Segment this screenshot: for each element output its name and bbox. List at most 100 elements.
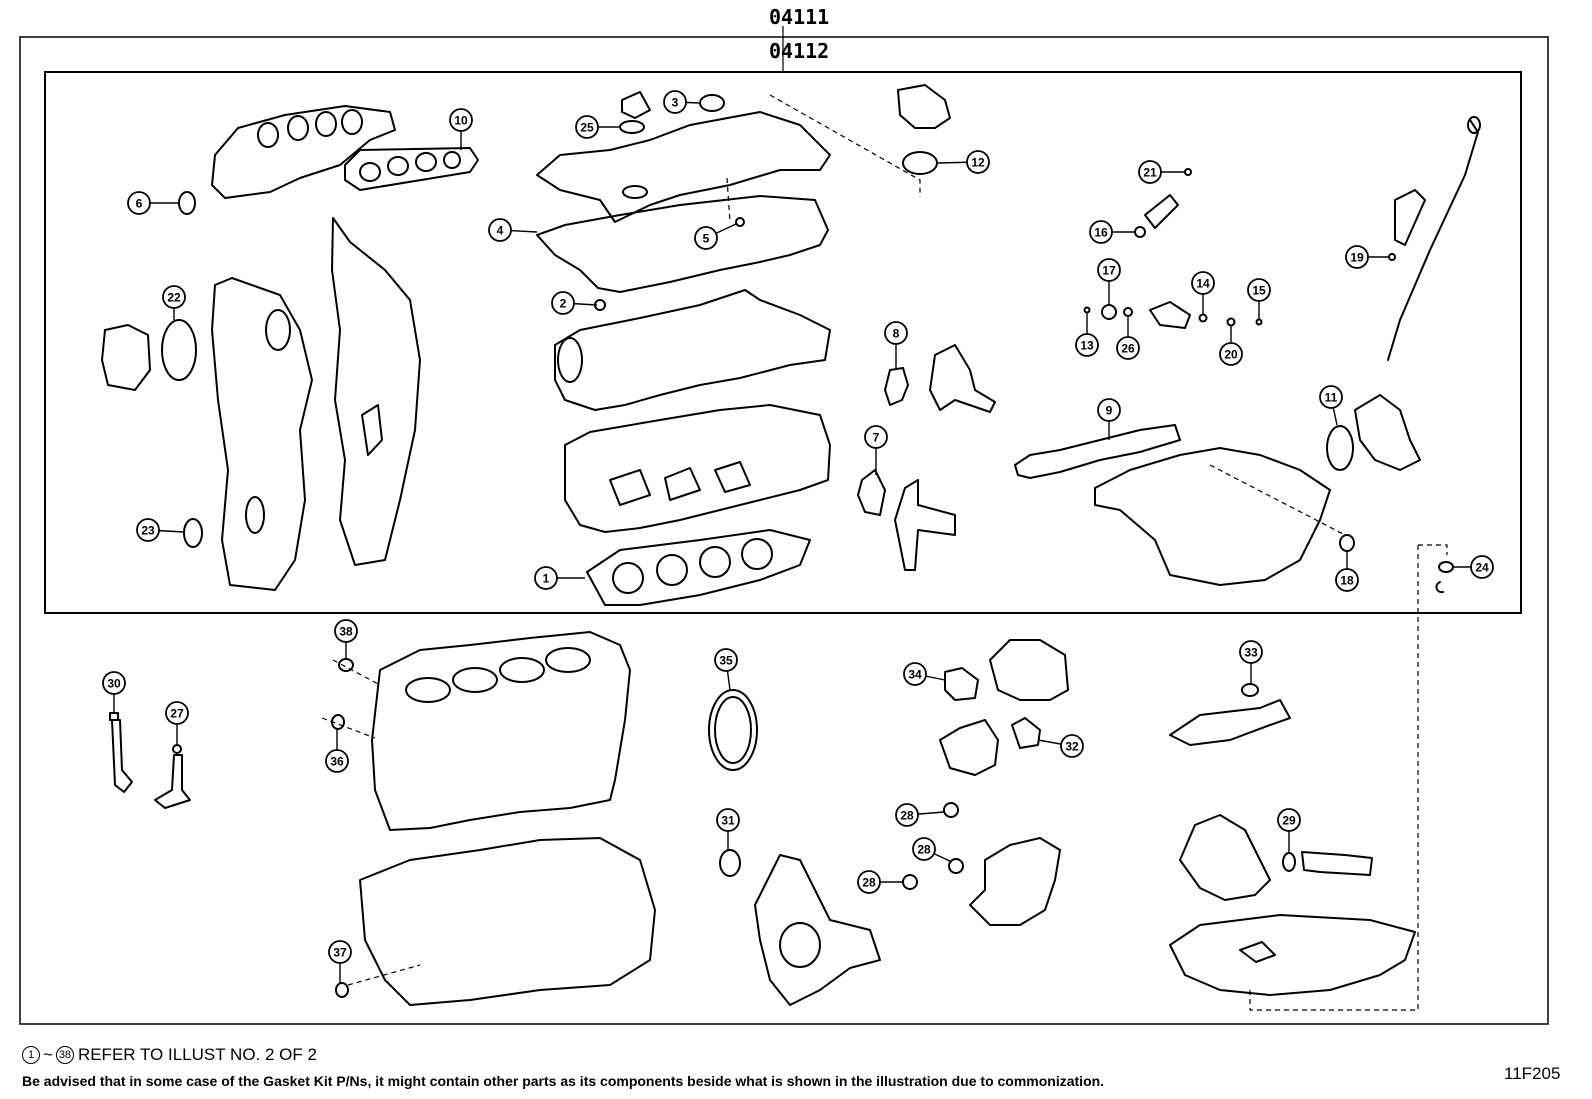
- callout-29-o-ring[interactable]: 29: [1277, 808, 1301, 832]
- dashed-line: [321, 717, 376, 739]
- callout-circle[interactable]: [334, 619, 358, 643]
- callout-34-gasket[interactable]: 34: [903, 662, 927, 686]
- callout-circle[interactable]: [575, 115, 599, 139]
- callout-circle[interactable]: [1470, 555, 1494, 579]
- callout-9-intake-manifold-gasket[interactable]: 9: [1097, 398, 1121, 422]
- callout-38-o-ring[interactable]: 38: [334, 619, 358, 643]
- callout-circle[interactable]: [1277, 808, 1301, 832]
- o-ring-37-sketch: [335, 982, 349, 998]
- callout-circle[interactable]: [165, 701, 189, 725]
- callout-circle[interactable]: [1239, 640, 1263, 664]
- callout-33-o-ring[interactable]: 33: [1239, 640, 1263, 664]
- o-ring-28a-sketch: [943, 802, 959, 818]
- callout-circle[interactable]: [328, 940, 352, 964]
- callout-26-o-ring[interactable]: 26: [1116, 336, 1140, 360]
- callout-number: 23: [141, 524, 155, 538]
- callout-10-exhaust-manifold-gasket[interactable]: 10: [449, 108, 473, 132]
- callout-12-ventilation-gasket[interactable]: 12: [966, 150, 990, 174]
- callout-circle[interactable]: [716, 808, 740, 832]
- callout-circle[interactable]: [534, 566, 558, 590]
- callout-number: 3: [672, 96, 679, 110]
- callout-6-oil-seal[interactable]: 6: [127, 191, 151, 215]
- callout-number: 32: [1065, 740, 1079, 754]
- callout-19-o-ring[interactable]: 19: [1345, 245, 1369, 269]
- callout-14-o-ring[interactable]: 14: [1191, 271, 1215, 295]
- callout-5-spark-plug-tube-gasket[interactable]: 5: [694, 226, 718, 250]
- callout-circle[interactable]: [1345, 245, 1369, 269]
- callout-circle[interactable]: [663, 90, 687, 114]
- callout-circle[interactable]: [1097, 398, 1121, 422]
- callout-28b-o-ring[interactable]: 28: [912, 837, 936, 861]
- callout-2-seal[interactable]: 2: [551, 291, 575, 315]
- callout-11-throttle-body-gasket[interactable]: 11: [1319, 385, 1343, 409]
- callout-circle[interactable]: [1219, 342, 1243, 366]
- exhaust-port-sketch: [257, 122, 279, 148]
- callout-8-water-inlet-gasket[interactable]: 8: [884, 321, 908, 345]
- callout-30-valve-stem-seal[interactable]: 30: [102, 671, 126, 695]
- o-ring-28c-sketch: [902, 874, 918, 890]
- callout-circle[interactable]: [912, 837, 936, 861]
- callout-circle[interactable]: [1116, 336, 1140, 360]
- callout-13-o-ring[interactable]: 13: [1075, 333, 1099, 357]
- callout-circle[interactable]: [488, 218, 512, 242]
- callout-circle[interactable]: [325, 749, 349, 773]
- callout-circle[interactable]: [857, 870, 881, 894]
- callout-circle[interactable]: [884, 321, 908, 345]
- cam-bearing-sketch: [557, 337, 583, 383]
- callout-4-head-cover-gasket[interactable]: 4: [488, 218, 512, 242]
- callout-circle[interactable]: [127, 191, 151, 215]
- callout-circle[interactable]: [1060, 734, 1084, 758]
- kit-inner-frame: [44, 71, 1522, 614]
- callout-circle[interactable]: [864, 425, 888, 449]
- callout-7-water-outlet-gasket[interactable]: 7: [864, 425, 888, 449]
- callout-circle[interactable]: [1191, 271, 1215, 295]
- callout-circle[interactable]: [1089, 220, 1113, 244]
- callout-28a-o-ring[interactable]: 28: [895, 803, 919, 827]
- callout-circle[interactable]: [136, 518, 160, 542]
- callout-circle[interactable]: [1319, 385, 1343, 409]
- callout-circle[interactable]: [966, 150, 990, 174]
- callout-3-oil-filler-cap[interactable]: 3: [663, 90, 687, 114]
- callout-circle[interactable]: [162, 285, 186, 309]
- o-ring-13-sketch: [1083, 306, 1091, 314]
- callout-24-o-ring[interactable]: 24: [1470, 555, 1494, 579]
- callout-25-filler-cap-gasket[interactable]: 25: [575, 115, 599, 139]
- callout-17-o-ring[interactable]: 17: [1097, 258, 1121, 282]
- exhaust-gasket-port: [443, 151, 461, 169]
- callout-circle[interactable]: [1247, 278, 1271, 302]
- callout-22-timing-cover-seal[interactable]: 22: [162, 285, 186, 309]
- callout-circle[interactable]: [714, 648, 738, 672]
- callout-20-o-ring[interactable]: 20: [1219, 342, 1243, 366]
- footer-range-end: 38: [55, 1046, 74, 1064]
- callout-circle[interactable]: [1335, 568, 1359, 592]
- water-pump-sketch: [754, 854, 881, 1006]
- callout-37-o-ring[interactable]: 37: [328, 940, 352, 964]
- callout-1-cylinder-head-gasket[interactable]: 1: [534, 566, 558, 590]
- callout-circle[interactable]: [551, 291, 575, 315]
- callout-15-o-ring[interactable]: 15: [1247, 278, 1271, 302]
- callout-number: 26: [1121, 342, 1135, 356]
- callout-circle[interactable]: [895, 803, 919, 827]
- callout-number: 24: [1475, 561, 1489, 575]
- callout-circle[interactable]: [694, 226, 718, 250]
- head-cover-sketch: [536, 111, 831, 223]
- rear-oil-seal-35-inner: [714, 696, 752, 764]
- callout-circle[interactable]: [449, 108, 473, 132]
- callout-31-o-ring[interactable]: 31: [716, 808, 740, 832]
- callout-36-o-ring[interactable]: 36: [325, 749, 349, 773]
- kit-outer-frame: [19, 36, 1549, 1025]
- callout-23-crankshaft-front-oil-seal[interactable]: 23: [136, 518, 160, 542]
- callout-28c-o-ring[interactable]: 28: [857, 870, 881, 894]
- callout-35-crankshaft-rear-oil-seal[interactable]: 35: [714, 648, 738, 672]
- callout-27-valve-stem-seal[interactable]: 27: [165, 701, 189, 725]
- callout-16-o-ring[interactable]: 16: [1089, 220, 1113, 244]
- callout-number: 28: [862, 876, 876, 890]
- callout-circle[interactable]: [102, 671, 126, 695]
- callout-circle[interactable]: [1097, 258, 1121, 282]
- callout-circle[interactable]: [1138, 160, 1162, 184]
- callout-circle[interactable]: [903, 662, 927, 686]
- callout-18-o-ring[interactable]: 18: [1335, 568, 1359, 592]
- callout-32-gasket[interactable]: 32: [1060, 734, 1084, 758]
- callout-circle[interactable]: [1075, 333, 1099, 357]
- callout-21-o-ring[interactable]: 21: [1138, 160, 1162, 184]
